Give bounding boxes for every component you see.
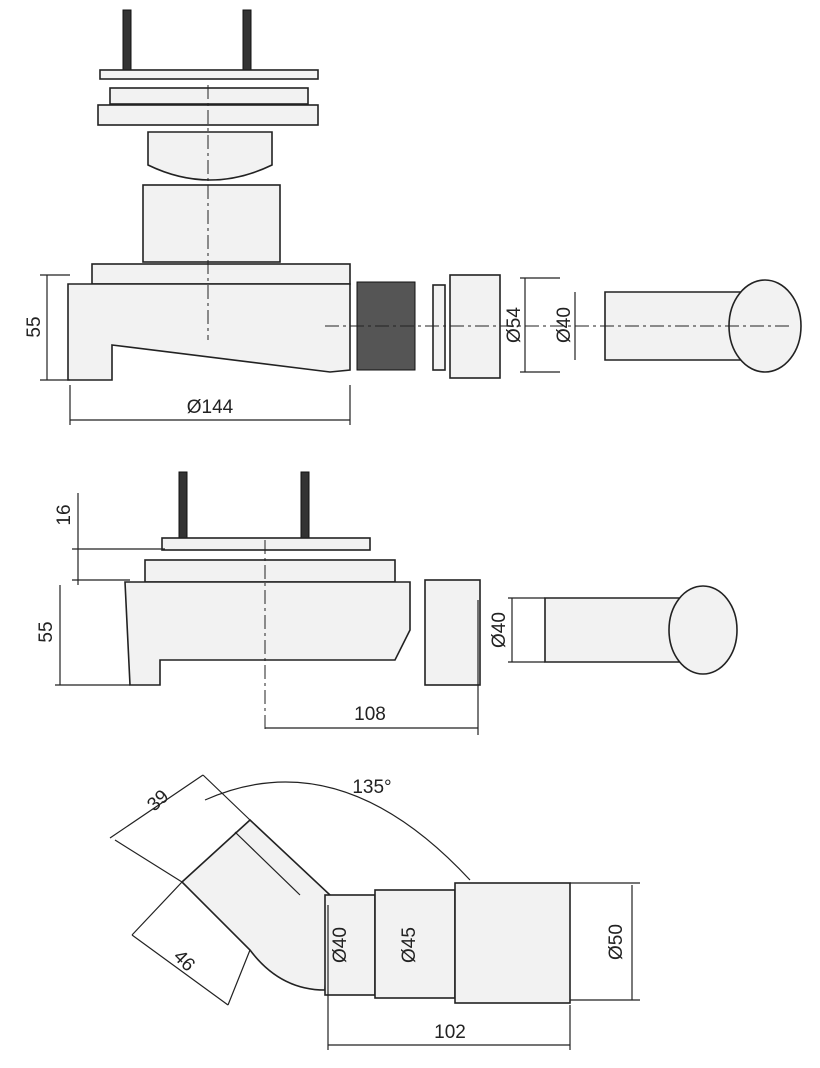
- nut: [424, 579, 481, 686]
- diameter-label: Ø50: [606, 924, 627, 960]
- cover-plate: [99, 69, 319, 80]
- height-label: 55: [36, 621, 57, 642]
- pipe-segment-45: [374, 889, 456, 999]
- tray-lid: [91, 263, 351, 285]
- length-label: 39: [143, 786, 173, 816]
- screw: [122, 9, 132, 73]
- tray: [67, 283, 351, 381]
- body-cylinder: [142, 184, 281, 263]
- side-view: 55 Ø144 Ø54 Ø40: [24, 9, 802, 425]
- pipe-segment-50: [454, 882, 571, 1004]
- length-label: 102: [434, 1022, 466, 1043]
- pipe-end: [728, 279, 802, 373]
- screw: [178, 471, 188, 541]
- elbow-inlet: [180, 818, 331, 991]
- diameter-label: Ø45: [399, 927, 420, 963]
- ring: [109, 87, 309, 105]
- angle-label: 135°: [352, 777, 391, 798]
- pipe-segment-40: [324, 894, 376, 996]
- pipe-end: [668, 585, 738, 675]
- washer: [432, 284, 446, 371]
- screw: [242, 9, 252, 73]
- diameter-label: Ø40: [330, 927, 351, 963]
- diameter-label: Ø54: [504, 307, 525, 343]
- length-label: 46: [169, 946, 199, 976]
- strainer-basket: [147, 131, 273, 181]
- diameter-label: Ø40: [489, 612, 510, 648]
- flange: [144, 559, 396, 583]
- elbow-view: 39 46 135° Ø40 Ø45 Ø50 102: [109, 774, 640, 1050]
- offset-label: 108: [354, 704, 386, 725]
- cover-plate: [161, 537, 371, 551]
- plate-height-label: 16: [54, 504, 75, 525]
- front-view: 16 55 108 Ø40: [36, 471, 738, 735]
- tray: [124, 581, 411, 686]
- diameter-label: Ø40: [554, 307, 575, 343]
- height-label: 55: [24, 316, 45, 337]
- diameter-label: Ø144: [187, 397, 234, 418]
- screw: [300, 471, 310, 541]
